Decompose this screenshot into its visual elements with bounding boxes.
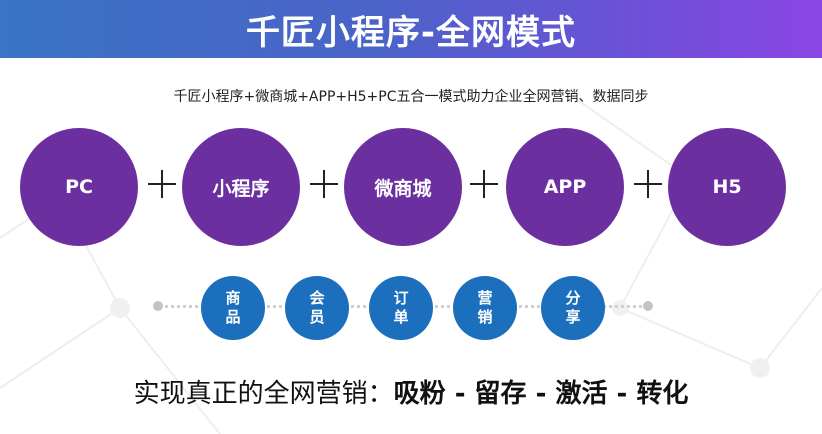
plus-icon — [148, 170, 176, 198]
feature-orders: 订单 — [369, 276, 433, 340]
tagline: 实现真正的全网营销：吸粉 - 留存 - 激活 - 转化 — [0, 373, 822, 410]
feature-marketing: 营销 — [453, 276, 517, 340]
header-banner: 千匠小程序-全网模式 — [0, 0, 822, 58]
page-title: 千匠小程序-全网模式 — [245, 12, 577, 53]
channel-miniprogram: 小程序 — [182, 128, 300, 246]
channel-pc: PC — [20, 128, 138, 246]
channel-h5: H5 — [668, 128, 786, 246]
feature-share: 分享 — [541, 276, 605, 340]
feature-members: 会员 — [285, 276, 349, 340]
tagline-prefix: 实现真正的全网营销： — [133, 379, 394, 409]
connector-endpoint-left — [153, 301, 163, 311]
plus-icon — [634, 170, 662, 198]
channel-app: APP — [506, 128, 624, 246]
tagline-highlight: 吸粉 - 留存 - 激活 - 转化 — [393, 379, 689, 409]
plus-icon — [470, 170, 498, 198]
plus-icon — [310, 170, 338, 198]
connector-endpoint-right — [643, 301, 653, 311]
channel-wechat-mall: 微商城 — [344, 128, 462, 246]
subtitle: 千匠小程序+微商城+APP+H5+PC五合一模式助力企业全网营销、数据同步 — [173, 89, 649, 105]
feature-products: 商品 — [201, 276, 265, 340]
